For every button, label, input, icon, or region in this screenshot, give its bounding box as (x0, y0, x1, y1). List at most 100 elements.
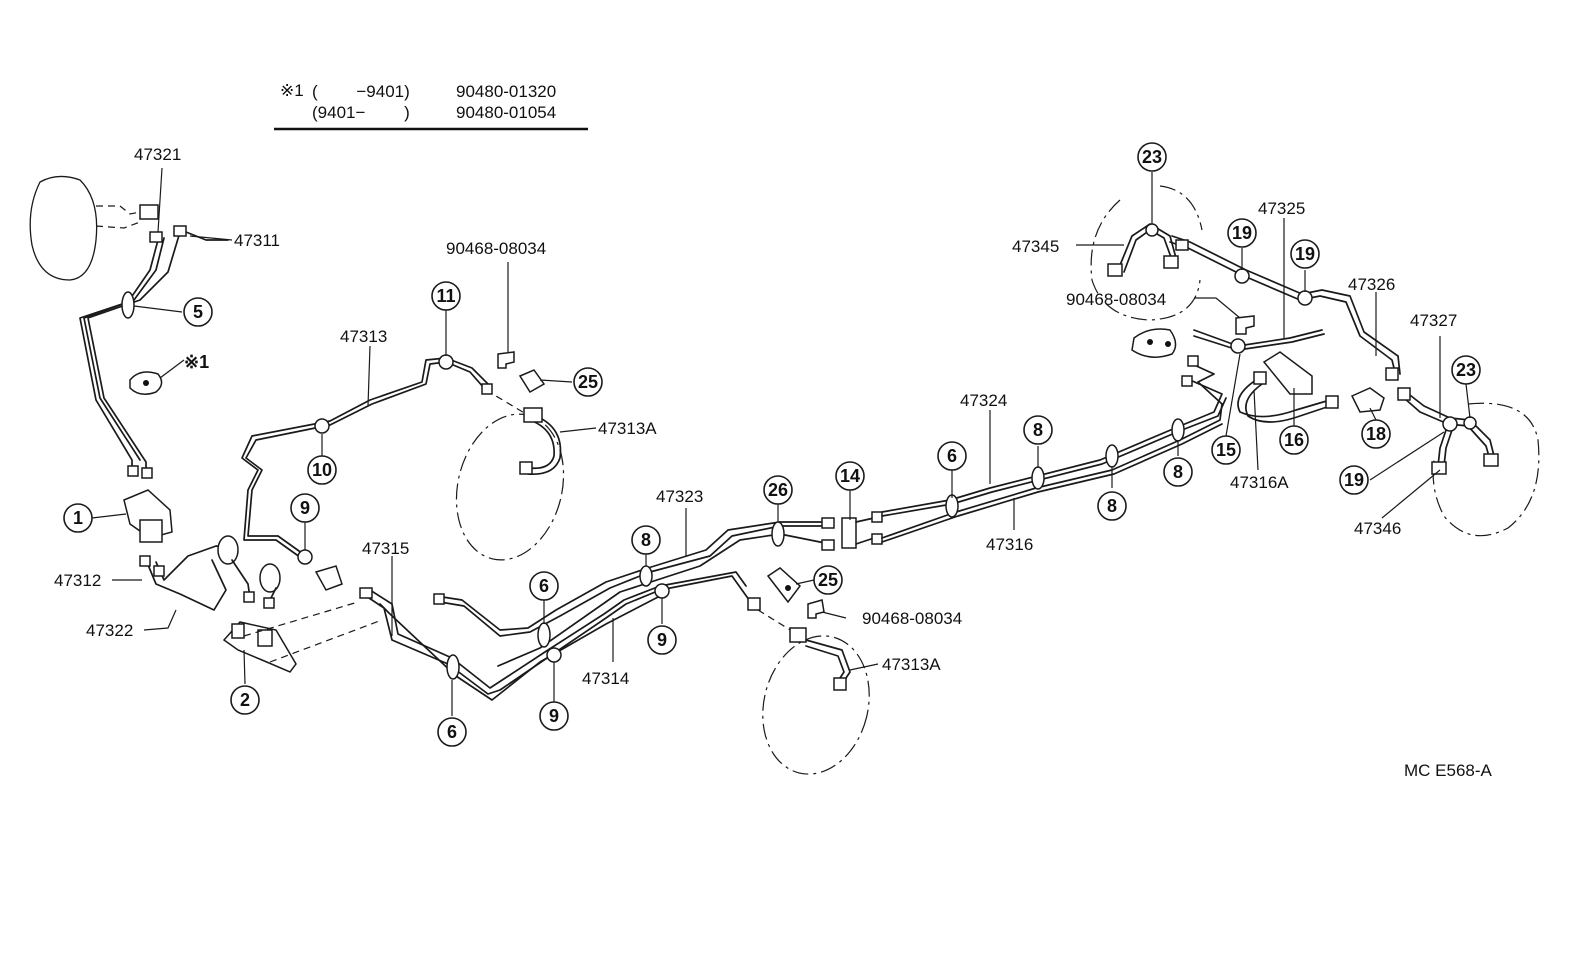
svg-text:11: 11 (436, 286, 455, 306)
svg-text:9: 9 (549, 706, 559, 726)
proportioning-valve (139, 535, 383, 673)
svg-text:16: 16 (1284, 430, 1304, 450)
svg-text:8: 8 (1033, 420, 1043, 440)
svg-text:14: 14 (840, 466, 860, 486)
rear-left-brake (1090, 185, 1401, 381)
figure-code: MC E568-A (1404, 761, 1493, 780)
clamp-6-lower (446, 654, 460, 680)
callout-26: 26 (763, 475, 793, 505)
svg-text:19: 19 (1232, 223, 1252, 243)
clamp-6-rear (945, 494, 959, 518)
note-part-2: 90480-01054 (456, 103, 556, 122)
clamp-8-c (1171, 418, 1185, 442)
junction-14 (841, 511, 883, 549)
callout-9-right: 9 (647, 625, 677, 655)
callout-1: 1 (63, 503, 93, 533)
svg-text:6: 6 (947, 446, 957, 466)
label-47326: 47326 (1348, 275, 1395, 294)
svg-text:26: 26 (768, 480, 788, 500)
clip-11 (438, 354, 454, 370)
callout-25-left: 25 (573, 367, 603, 397)
callout-8-a: 8 (1023, 415, 1053, 445)
label-47325: 47325 (1258, 199, 1305, 218)
callout-8-b: 8 (1097, 491, 1127, 521)
note-part-1: 90480-01320 (456, 82, 556, 101)
callout-18: 18 (1361, 419, 1391, 449)
clamp-26 (771, 521, 785, 547)
callout-8-c: 8 (1163, 457, 1193, 487)
label-47312: 47312 (54, 571, 101, 590)
leader-lines (91, 167, 1471, 716)
label-47327: 47327 (1410, 311, 1457, 330)
front-right-brake (757, 567, 870, 775)
svg-text:25: 25 (818, 570, 838, 590)
callout-23-top: 23 (1137, 142, 1167, 172)
clip-19-b (1297, 290, 1313, 306)
clip-15 (1230, 338, 1246, 354)
svg-text:2: 2 (240, 690, 250, 710)
callout-15: 15 (1211, 435, 1241, 465)
svg-text:15: 15 (1216, 440, 1236, 460)
svg-text:23: 23 (1142, 147, 1162, 167)
label-90468-08034-center: 90468-08034 (862, 609, 962, 628)
label-47324: 47324 (960, 391, 1007, 410)
svg-text:19: 19 (1295, 244, 1315, 264)
rear-hose (1193, 329, 1385, 423)
grommet-part (129, 371, 163, 395)
callout-25-right: 25 (813, 565, 843, 595)
clamp-5 (121, 291, 135, 319)
label-47314: 47314 (582, 669, 629, 688)
callout-9-bottom: 9 (539, 701, 569, 731)
callout-6-rear: 6 (937, 441, 967, 471)
svg-text:23: 23 (1456, 360, 1476, 380)
clamp-8-a (1031, 466, 1045, 490)
label-90468-08034-front: 90468-08034 (446, 239, 546, 258)
note-range-2: (9401− ) (312, 103, 410, 122)
front-pipes (79, 225, 229, 479)
label-47313: 47313 (340, 327, 387, 346)
clamp-8-center (639, 565, 653, 587)
svg-text:10: 10 (312, 460, 332, 480)
svg-text:6: 6 (447, 722, 457, 742)
svg-text:6: 6 (539, 576, 549, 596)
label-47316: 47316 (986, 535, 1033, 554)
pipe-47313 (241, 354, 527, 591)
svg-text:5: 5 (193, 302, 203, 322)
label-47313A-left: 47313A (598, 419, 657, 438)
label-47321: 47321 (134, 145, 181, 164)
callout-star-1: ※1 (184, 352, 209, 372)
rear-pipes (881, 355, 1227, 543)
applicability-note: ※1 ( −9401) 90480-01320 (9401− ) 90480-0… (274, 81, 588, 131)
callout-23-right: 23 (1451, 355, 1481, 385)
svg-text:1: 1 (73, 508, 83, 528)
clamp-8-b (1105, 444, 1119, 468)
clip-19-a (1234, 268, 1250, 284)
callout-14: 14 (835, 461, 865, 491)
callout-6-lower: 6 (437, 717, 467, 747)
callout-8-center: 8 (631, 525, 661, 555)
callout-10: 10 (307, 455, 337, 485)
label-47322: 47322 (86, 621, 133, 640)
label-47323: 47323 (656, 487, 703, 506)
svg-text:8: 8 (641, 530, 651, 550)
callout-19-c: 19 (1339, 465, 1369, 495)
clamp-6-upper (537, 622, 551, 648)
label-47315: 47315 (362, 539, 409, 558)
callout-5: 5 (183, 297, 213, 327)
svg-text:9: 9 (657, 630, 667, 650)
svg-text:18: 18 (1366, 424, 1386, 444)
callouts: 5 ※1 1 2 11 10 9 25 6 (63, 142, 1481, 747)
label-47313A-right: 47313A (882, 655, 941, 674)
svg-text:8: 8 (1107, 496, 1117, 516)
label-47311: 47311 (234, 231, 280, 250)
callout-19-b: 19 (1290, 239, 1320, 269)
clip-19-c (1442, 416, 1458, 432)
svg-text:8: 8 (1173, 462, 1183, 482)
callout-19-a: 19 (1227, 218, 1257, 248)
bracket-1 (123, 489, 173, 543)
callout-6-upper: 6 (529, 571, 559, 601)
note-range-1: ( −9401) (312, 82, 410, 101)
label-47345: 47345 (1012, 237, 1059, 256)
clip-9-right (654, 583, 670, 599)
